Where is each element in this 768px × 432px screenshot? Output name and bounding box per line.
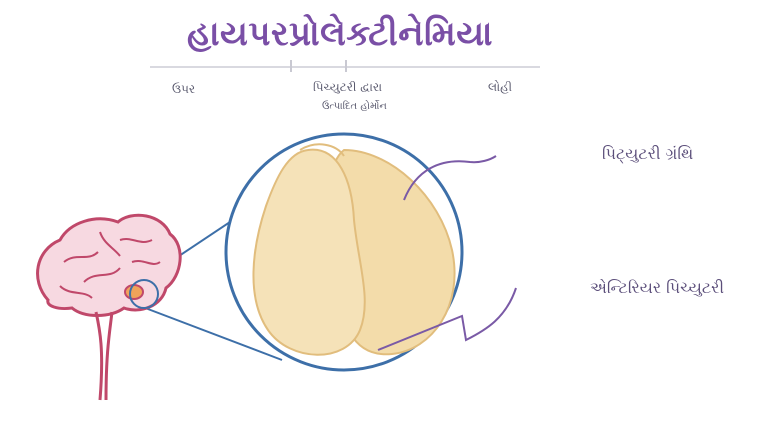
pituitary-gland-icon — [252, 143, 456, 356]
zoom-line-bottom — [139, 305, 283, 361]
scale-tick-left — [290, 60, 292, 72]
callout-anterior-pituitary: એન્ટિરિયર પિચ્યુટરી — [590, 278, 725, 297]
scale-tick-center — [345, 60, 347, 72]
label-upar: ઉપર — [172, 82, 196, 96]
label-blood: લોહી — [488, 80, 513, 94]
label-produced-hormone: ઉત્પાદિત હોર્મોન — [322, 101, 387, 112]
callout-pituitary-gland: પિટ્યુટરી ગ્રંથિ — [602, 144, 694, 163]
page-title: હાયપરપ્રોલેક્ટીનેમિયા — [187, 14, 493, 54]
pointer-pituitary-gland — [403, 155, 497, 201]
pituitary-location-marker — [124, 284, 144, 300]
pointer-anterior-pituitary — [377, 287, 517, 351]
label-pituitary-by: પિચ્યુટરી દ્વારા — [313, 80, 383, 94]
brain-icon — [36, 213, 182, 401]
